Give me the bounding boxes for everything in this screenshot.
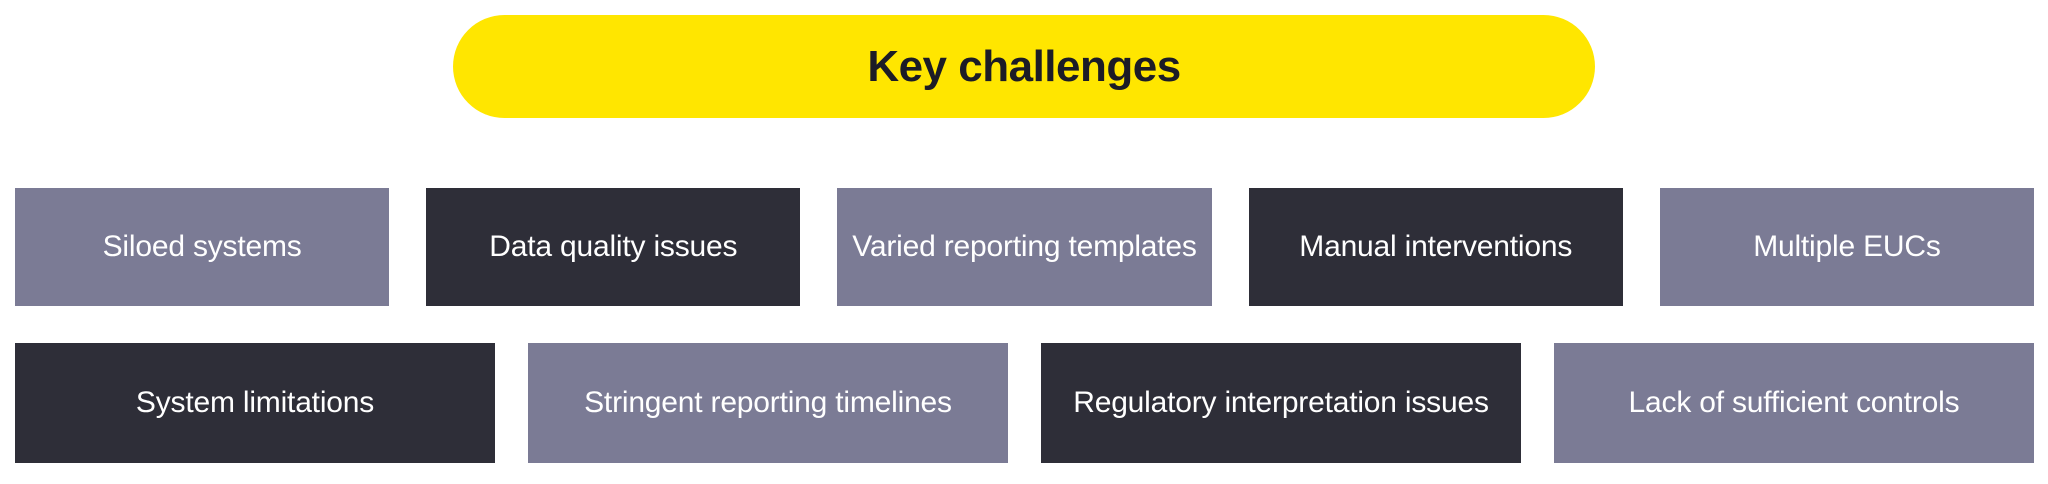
page-title: Key challenges (867, 41, 1181, 91)
challenge-label: System limitations (135, 385, 375, 419)
challenge-label: Regulatory interpretation issues (1073, 385, 1489, 419)
challenge-label: Multiple EUCs (1753, 229, 1941, 263)
challenge-box: Manual interventions (1248, 188, 1623, 306)
challenge-label: Manual interventions (1299, 229, 1573, 263)
challenge-box: System limitations (15, 343, 495, 463)
challenge-label: Varied reporting templates (852, 229, 1197, 263)
challenge-label: Lack of sufficient controls (1628, 385, 1960, 419)
challenge-box: Regulatory interpretation issues (1041, 343, 1521, 463)
challenge-label: Stringent reporting timelines (584, 385, 952, 419)
challenge-box: Data quality issues (426, 188, 801, 306)
challenge-box: Lack of sufficient controls (1554, 343, 2034, 463)
challenge-box: Varied reporting templates (837, 188, 1212, 306)
challenge-box: Stringent reporting timelines (528, 343, 1008, 463)
challenges-row-2: System limitations Stringent reporting ti… (15, 343, 2034, 463)
challenge-label: Data quality issues (489, 229, 738, 263)
challenges-row-1: Siloed systems Data quality issues Varied … (15, 188, 2035, 306)
challenge-box: Siloed systems (15, 188, 390, 306)
challenge-label: Siloed systems (102, 229, 302, 263)
challenge-box: Multiple EUCs (1659, 188, 2035, 306)
title-banner: Key challenges (453, 15, 1595, 118)
